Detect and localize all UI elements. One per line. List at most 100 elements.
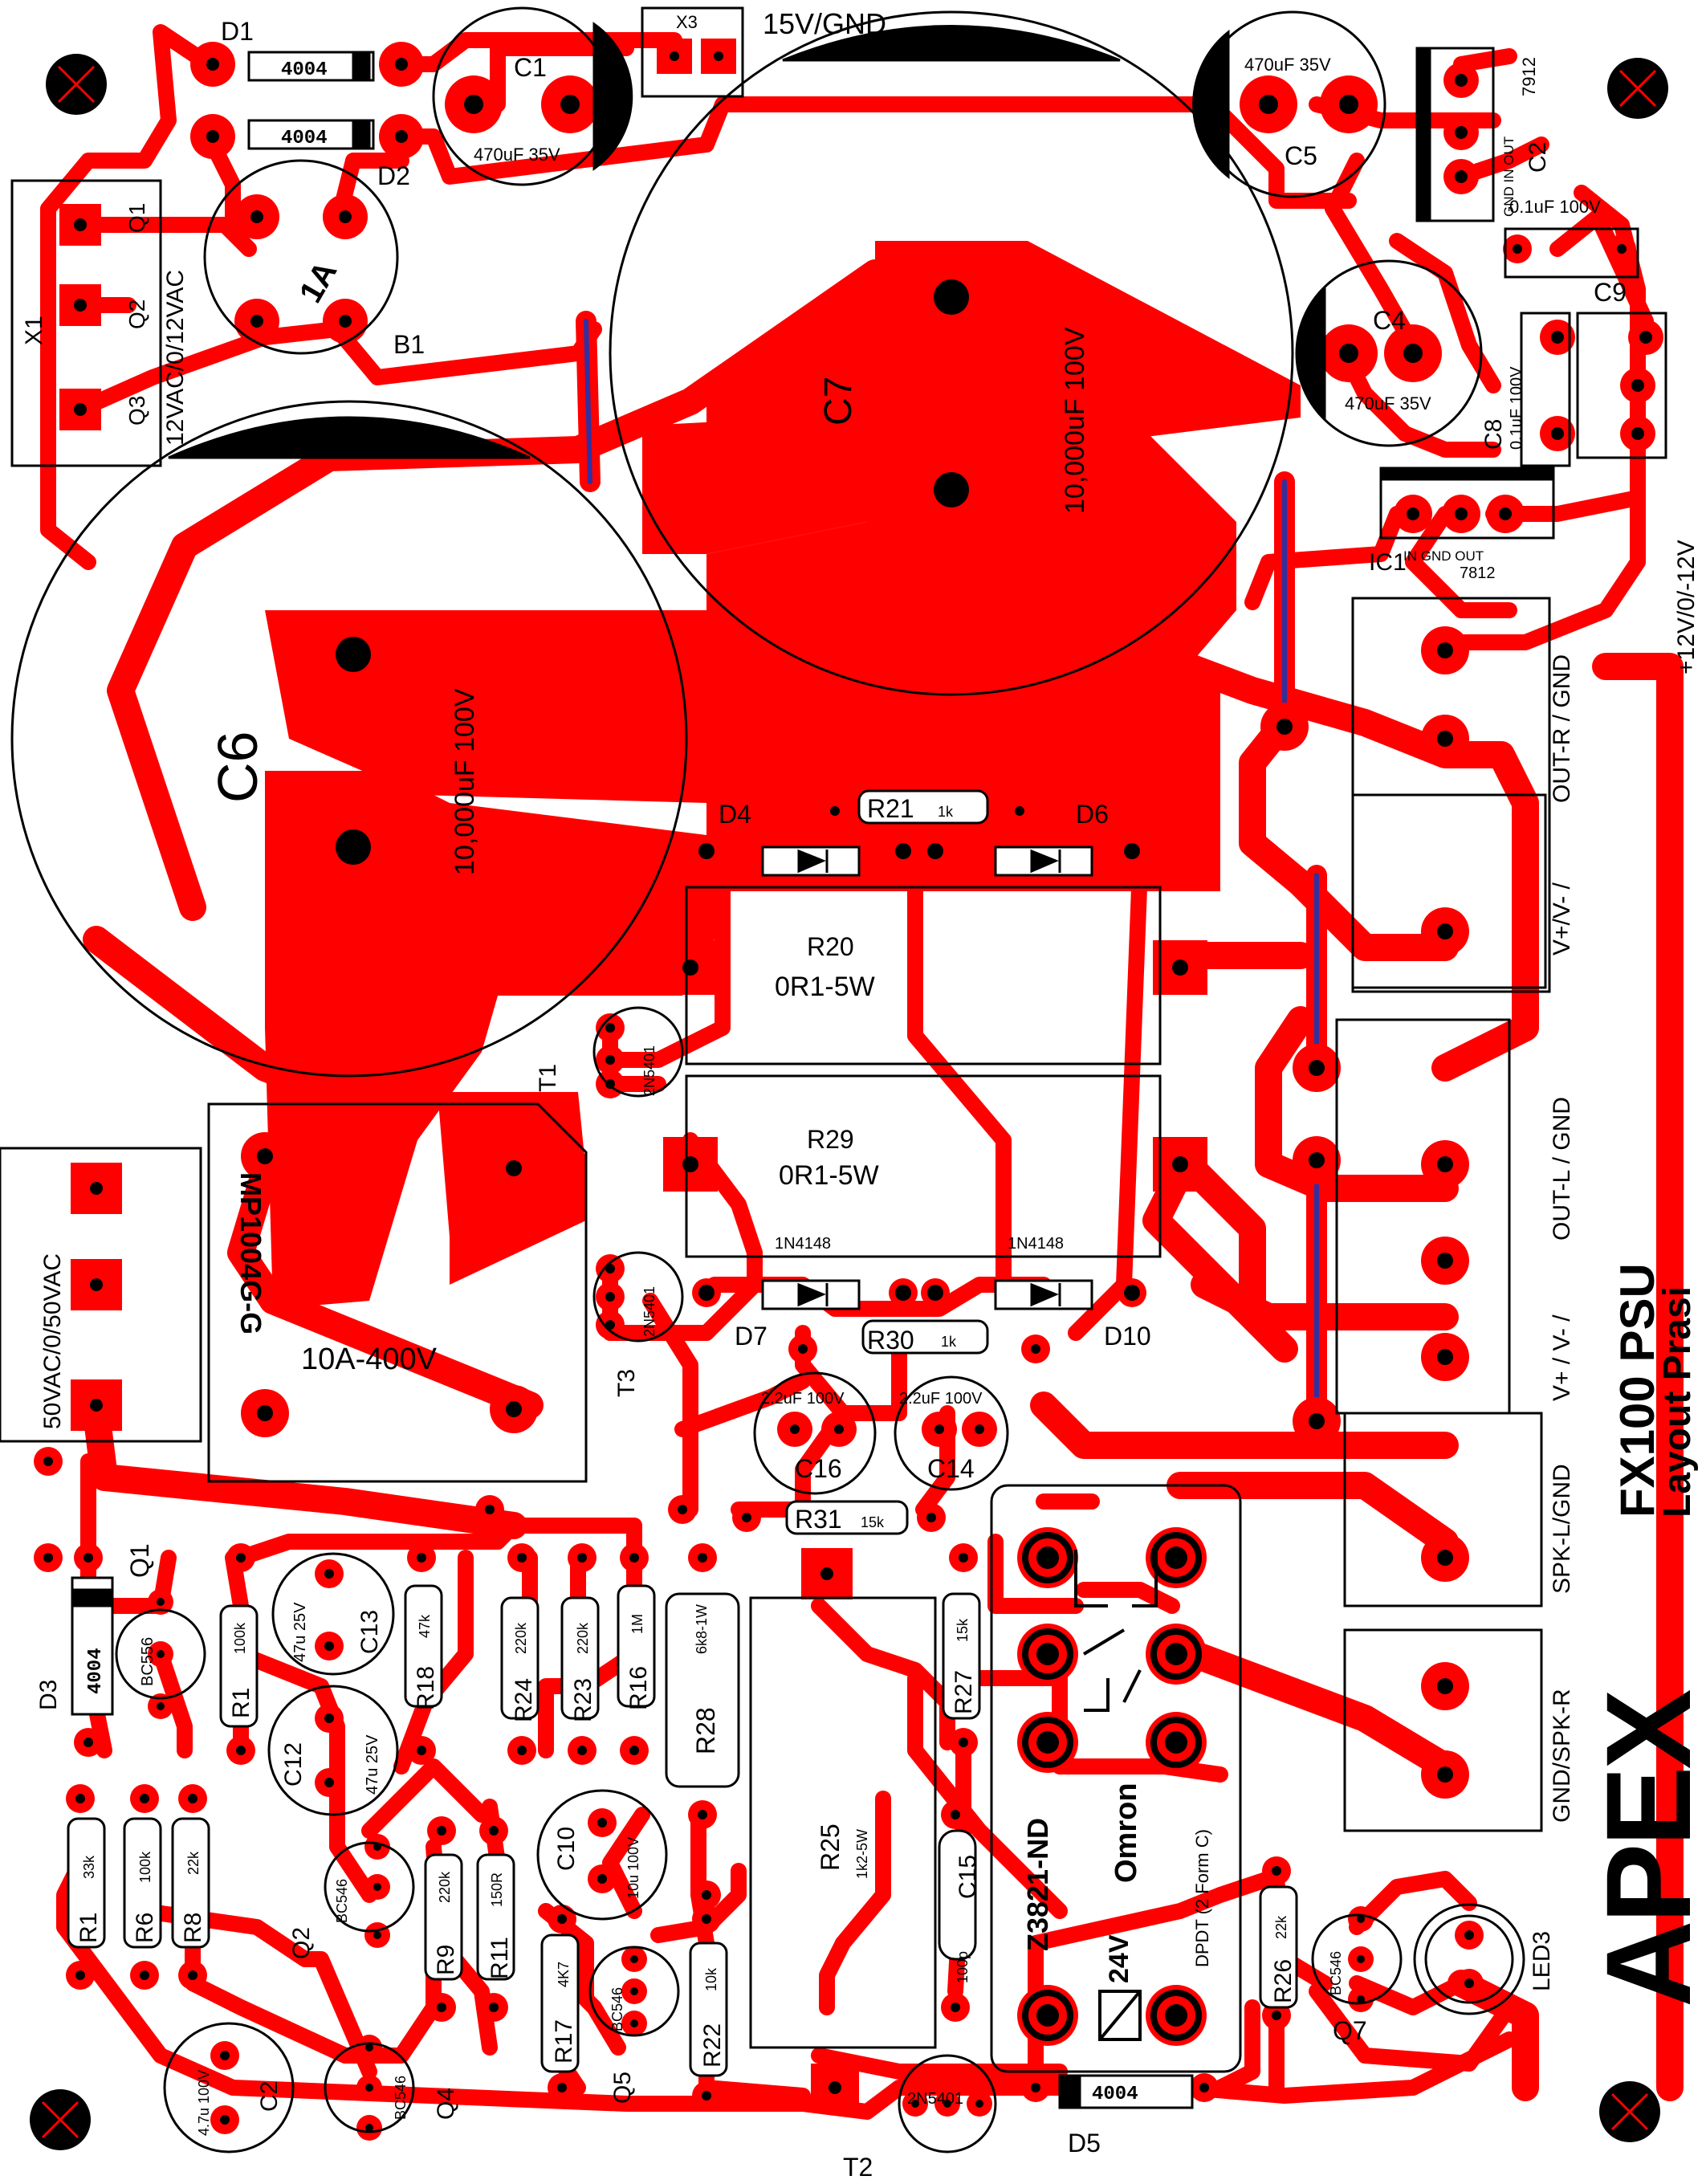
pad-drill-hole — [605, 1023, 615, 1033]
pad — [323, 299, 368, 344]
pad — [941, 1800, 970, 1829]
label-led3: LED3 — [1529, 1931, 1555, 1991]
pad-ring — [1150, 1717, 1202, 1768]
pad-drill-hole — [1437, 1678, 1453, 1694]
label-r28: R28 — [691, 1707, 720, 1754]
pad — [621, 1946, 647, 1972]
pad-drill-hole — [1464, 1978, 1474, 1988]
pad — [241, 1389, 289, 1437]
label-q5-val: BC546 — [609, 1987, 625, 2031]
pad-drill-hole — [1309, 1413, 1325, 1429]
label-c2-top: C2 — [1525, 142, 1551, 173]
label-out-12v: +12V/0/-12V — [1673, 540, 1700, 674]
trace-low-15 — [361, 1758, 490, 1839]
led3-inner — [1424, 1914, 1514, 2004]
relay-contact-3 — [1084, 1678, 1110, 1712]
pad — [596, 1013, 625, 1042]
label-c2-val: 4.7u 100V — [196, 2070, 212, 2136]
pad-drill-hole — [339, 315, 352, 328]
pad — [1455, 1969, 1484, 1998]
pad — [74, 1543, 103, 1572]
pad-drill-hole — [417, 1553, 426, 1563]
label-r28-val: 6k8-1W — [694, 1604, 710, 1654]
relay-brand: Omron — [1110, 1783, 1143, 1883]
pad-drill-hole — [43, 1553, 53, 1563]
trace-low-42 — [1212, 1999, 1260, 2096]
pad — [407, 1543, 436, 1572]
label-c1-val: 470uF 35V — [474, 145, 560, 165]
pad — [210, 2105, 239, 2134]
pad — [1628, 320, 1663, 355]
pad-drill-hole — [324, 1641, 334, 1651]
label-d1-val: 4004 — [281, 59, 328, 81]
mount-hole-bl — [30, 2089, 91, 2150]
trace-low-4 — [153, 1646, 193, 1758]
pad — [329, 630, 377, 678]
relay-contact-2 — [1132, 1550, 1158, 1607]
label-t2: T2 — [843, 2153, 873, 2182]
c4-outline — [1295, 259, 1483, 447]
pad — [596, 1254, 625, 1283]
r16-body — [617, 1584, 656, 1708]
pad — [1443, 159, 1479, 194]
pad — [507, 1543, 536, 1572]
pad — [364, 1874, 390, 1900]
pad-drill-hole — [927, 843, 943, 859]
pad-drill-hole — [1455, 126, 1468, 139]
pad — [596, 1045, 625, 1074]
out12v-terminal — [1576, 312, 1667, 459]
mount-hole-br — [1599, 2081, 1660, 2142]
pad — [241, 1132, 289, 1180]
pad-drill-hole — [934, 1424, 944, 1434]
pad-drill-hole — [365, 2084, 373, 2092]
trace-left-ring — [83, 926, 383, 1122]
pad-drill-hole — [975, 1424, 984, 1434]
pad-drill-hole — [577, 1746, 587, 1755]
label-r30: R30 — [867, 1326, 914, 1355]
trace-outer-bottom — [1447, 1970, 1539, 2101]
pad — [34, 1447, 63, 1476]
trace-low-38 — [987, 1534, 1084, 1614]
x1-outline — [10, 179, 162, 467]
label-r18: R18 — [413, 1666, 439, 1710]
silkscreen-text: X3 15V/GND D1 4004 4004 D2 C1 470uF 35V … — [21, 7, 1706, 2182]
pad-drill-hole — [1437, 1766, 1453, 1783]
b1-outline — [203, 159, 399, 355]
label-t3: T3 — [613, 1369, 640, 1397]
pad-drill-hole — [702, 1890, 711, 1900]
c14-outline — [894, 1375, 1009, 1491]
d7-body — [761, 1279, 861, 1310]
trace-low-37 — [1076, 1582, 1180, 1614]
pad — [66, 1784, 95, 1813]
terminal-spk-l — [1343, 1412, 1543, 1607]
pad — [475, 1495, 504, 1524]
label-r20-val: 0R1-5W — [775, 972, 875, 1002]
pad-drill-hole — [630, 2019, 638, 2027]
pad — [1442, 495, 1480, 533]
pad-drill-hole — [74, 403, 87, 416]
pad-drill-hole — [1259, 95, 1278, 114]
pad-drill-hole — [698, 843, 715, 859]
pad-drill-hole — [951, 2003, 960, 2012]
label-r21: R21 — [867, 794, 914, 823]
trace-top-2 — [490, 40, 634, 112]
pad — [148, 1641, 173, 1667]
q7-outline — [1311, 1913, 1403, 2005]
pad — [379, 114, 424, 159]
pad-drill-hole — [597, 1874, 607, 1884]
label-vr: V+/V- / — [1549, 882, 1575, 956]
pad — [926, 271, 977, 323]
label-bridge: MP1004G-G — [234, 1172, 267, 1334]
pad-drill-hole — [90, 1399, 103, 1412]
label-x1-q3: Q3 — [124, 396, 149, 426]
pad-drill-hole — [790, 1424, 800, 1434]
pad-drill-hole — [1437, 642, 1453, 658]
pad — [1421, 1534, 1469, 1582]
label-d2-val: 4004 — [281, 128, 328, 149]
pad — [226, 1543, 255, 1572]
r6-body — [123, 1817, 162, 1949]
pad-drill-hole — [417, 1746, 426, 1755]
r18-body — [404, 1584, 443, 1708]
pad — [692, 2081, 721, 2110]
label-d3-val: 4004 — [85, 1648, 107, 1694]
